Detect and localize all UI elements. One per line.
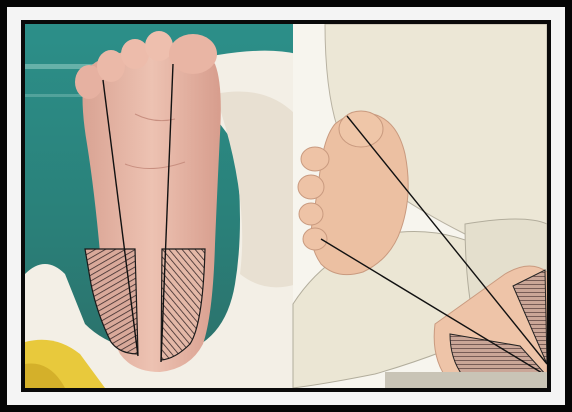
- left-photo-panel: [25, 24, 297, 388]
- right-illustration-panel: [293, 24, 547, 388]
- toe-4: [97, 50, 125, 82]
- toe-2: [145, 31, 173, 61]
- illustrated-big-toe: [339, 111, 383, 147]
- big-toe: [169, 34, 217, 74]
- figure-picture: [25, 24, 547, 388]
- figure-svg: [25, 24, 547, 388]
- toe-3: [121, 39, 149, 69]
